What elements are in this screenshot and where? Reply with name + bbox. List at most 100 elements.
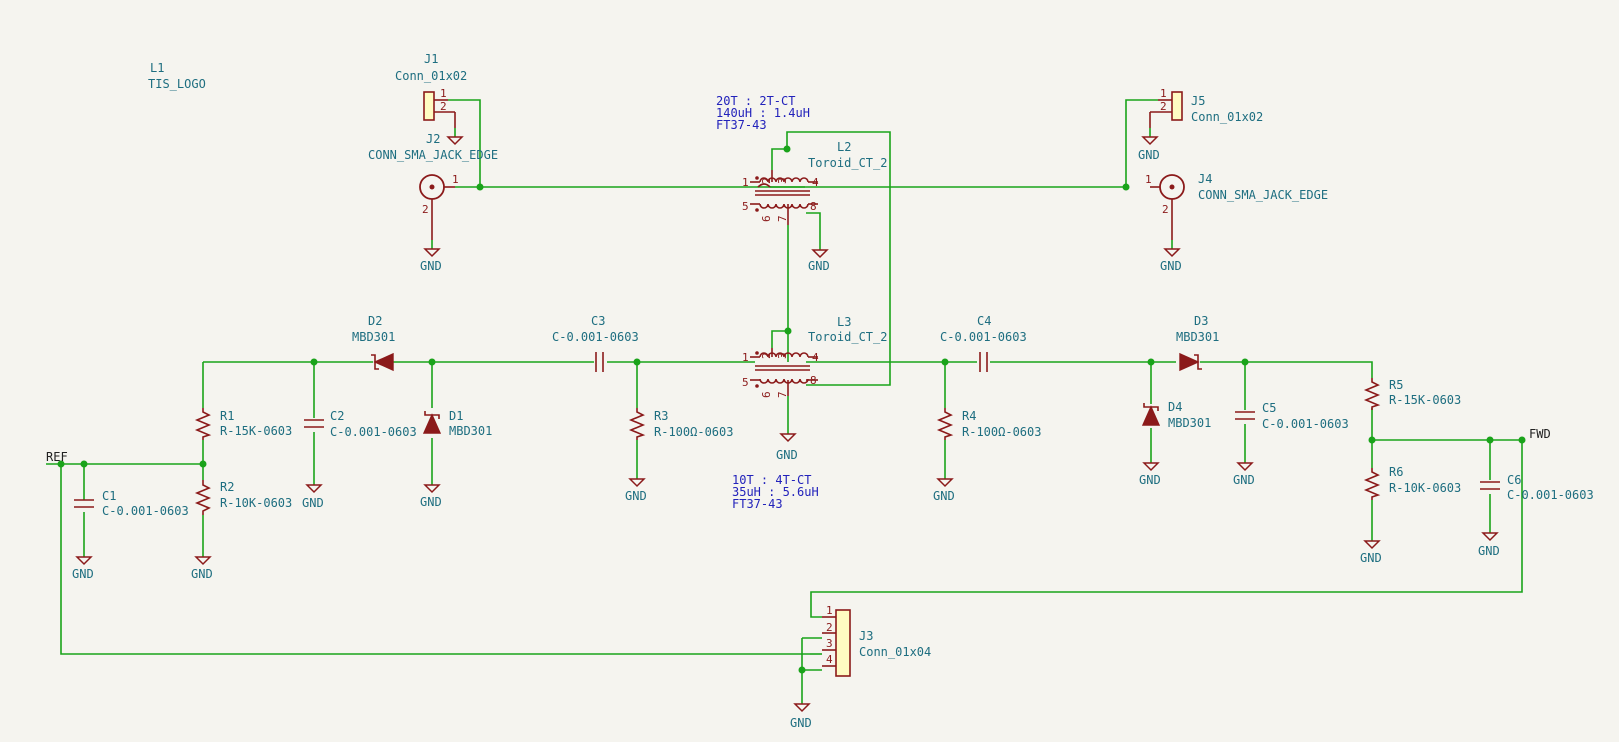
j2-pin1: 1 — [452, 173, 459, 186]
j4-sma-jack[interactable] — [1150, 174, 1185, 257]
j1-pin2: 2 — [440, 100, 447, 113]
j5-gnd-label: GND — [1138, 148, 1160, 162]
r6-ref: R6 — [1389, 465, 1403, 479]
c1-ref: C1 — [102, 489, 116, 503]
j2-gnd-label: GND — [420, 259, 442, 273]
r1-resistor[interactable] — [194, 408, 212, 440]
c3-capacitor[interactable] — [595, 352, 604, 372]
j2-sma-jack[interactable] — [419, 174, 455, 257]
j3-pin4: 4 — [826, 653, 833, 666]
c5-gnd-label: GND — [1233, 473, 1255, 487]
r6-resistor[interactable] — [1363, 468, 1381, 549]
c6-capacitor[interactable] — [1480, 481, 1500, 541]
l2-pin8: 8 — [810, 200, 817, 213]
r4-resistor[interactable] — [936, 408, 954, 487]
l1-value: TIS_LOGO — [148, 77, 206, 91]
c4-value: C-0.001-0603 — [940, 330, 1027, 344]
l3-note-core: FT37-43 — [732, 497, 783, 511]
j3-gnd-label: GND — [790, 716, 812, 730]
c5-ref: C5 — [1262, 401, 1276, 415]
l3-toroid[interactable] — [750, 348, 818, 442]
l2-pin3: 3 — [776, 177, 789, 184]
r1-ref: R1 — [220, 409, 234, 423]
j1-ref: J1 — [424, 52, 438, 66]
c3-ref: C3 — [591, 314, 605, 328]
j4-value: CONN_SMA_JACK_EDGE — [1198, 188, 1328, 202]
d2-value: MBD301 — [352, 330, 395, 344]
j1-pin1: 1 — [440, 87, 447, 100]
l2-note-inductance: 140uH : 1.4uH — [716, 106, 810, 120]
d3-ref: D3 — [1194, 314, 1208, 328]
l2-note-core: FT37-43 — [716, 118, 767, 132]
l3-pin4: 4 — [812, 351, 819, 364]
j5-pin1: 1 — [1160, 87, 1167, 100]
r1-value: R-15K-0603 — [220, 424, 292, 438]
r3-value: R-100Ω-0603 — [654, 425, 733, 439]
l2-pin6: 6 — [760, 215, 773, 222]
d3-diode[interactable] — [1179, 352, 1202, 372]
r4-gnd-label: GND — [933, 489, 955, 503]
l3-note-inductance: 35uH : 5.6uH — [732, 485, 819, 499]
c1-capacitor[interactable] — [74, 499, 94, 565]
l2-toroid[interactable] — [750, 170, 828, 258]
l2-pin2: 2 — [760, 177, 773, 184]
j5-ref: J5 — [1191, 94, 1205, 108]
r3-ref: R3 — [654, 409, 668, 423]
c2-capacitor[interactable] — [304, 419, 324, 493]
r6-gnd-label: GND — [1360, 551, 1382, 565]
d2-ref: D2 — [368, 314, 382, 328]
j4-gnd-label: GND — [1160, 259, 1182, 273]
l3-pin3: 3 — [776, 352, 789, 359]
r2-value: R-10K-0603 — [220, 496, 292, 510]
d4-ref: D4 — [1168, 400, 1182, 414]
j1-connector[interactable] — [423, 91, 463, 145]
c5-capacitor[interactable] — [1235, 411, 1255, 471]
c3-value: C-0.001-0603 — [552, 330, 639, 344]
l3-pin2: 2 — [760, 352, 773, 359]
l2-pin5: 5 — [742, 200, 749, 213]
j4-pin2: 2 — [1162, 203, 1169, 216]
net-label-fwd: FWD — [1529, 427, 1551, 441]
l2-pin4: 4 — [812, 176, 819, 189]
l2-value: Toroid_CT_2 — [808, 156, 887, 170]
c2-gnd-label: GND — [302, 496, 324, 510]
net-label-ref: REF — [46, 450, 68, 464]
d1-value: MBD301 — [449, 424, 492, 438]
c2-ref: C2 — [330, 409, 344, 423]
l2-gnd-label: GND — [808, 259, 830, 273]
d4-diode[interactable] — [1141, 403, 1161, 426]
d4-value: MBD301 — [1168, 416, 1211, 430]
l3-pin6: 6 — [760, 391, 773, 398]
d4-gnd-label: GND — [1139, 473, 1161, 487]
r5-resistor[interactable] — [1363, 378, 1381, 410]
j2-pin2: 2 — [422, 203, 429, 216]
r3-resistor[interactable] — [628, 408, 646, 487]
c5-value: C-0.001-0603 — [1262, 417, 1349, 431]
j4-ref: J4 — [1198, 172, 1212, 186]
r2-resistor[interactable] — [194, 480, 212, 565]
r4-value: R-100Ω-0603 — [962, 425, 1041, 439]
l3-pin7: 7 — [776, 391, 789, 398]
c6-ref: C6 — [1507, 473, 1521, 487]
l3-gnd-label: GND — [776, 448, 798, 462]
r5-ref: R5 — [1389, 378, 1403, 392]
l3-note-turns: 10T : 4T-CT — [732, 473, 811, 487]
j5-value: Conn_01x02 — [1191, 110, 1263, 124]
j5-connector[interactable] — [1142, 91, 1183, 145]
r2-ref: R2 — [220, 480, 234, 494]
j2-ref: J2 — [426, 132, 440, 146]
c4-capacitor[interactable] — [979, 352, 988, 372]
r2-gnd-label: GND — [191, 567, 213, 581]
r5-value: R-15K-0603 — [1389, 393, 1461, 407]
l1-ref: L1 — [150, 61, 164, 75]
d1-diode[interactable] — [422, 411, 442, 434]
l3-value: Toroid_CT_2 — [808, 330, 887, 344]
l3-ref: L3 — [837, 315, 851, 329]
c1-value: C-0.001-0603 — [102, 504, 189, 518]
l3-pin5: 5 — [742, 376, 749, 389]
j3-connector[interactable] — [794, 609, 851, 712]
r6-value: R-10K-0603 — [1389, 481, 1461, 495]
junction-dots — [57, 145, 1526, 674]
d2-diode[interactable] — [371, 352, 394, 372]
